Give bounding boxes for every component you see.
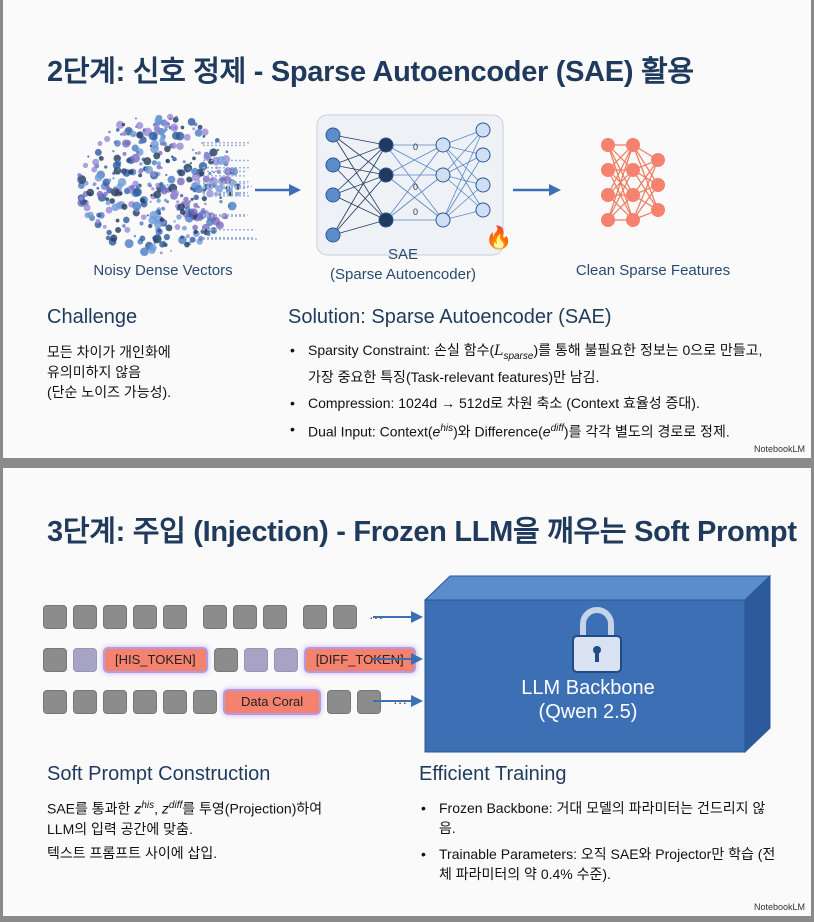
- challenge-line: 유의미하지 않음: [47, 364, 142, 380]
- backbone-label: LLM Backbone (Qwen 2.5): [428, 676, 748, 724]
- challenge-line: 모든 차이가 개인화에: [47, 344, 171, 360]
- token: [73, 605, 97, 629]
- backbone-diagram: [373, 574, 772, 754]
- training-heading: Efficient Training: [419, 763, 567, 785]
- backbone-name: LLM Backbone: [521, 677, 655, 699]
- token-row-3: Data Coral ···: [43, 689, 407, 715]
- svg-text:0: 0: [413, 142, 418, 152]
- soft-prompt-text: SAE를 통과한 zhis, zdiff를 투영(Projection)하여 L…: [47, 796, 407, 863]
- backbone-model: (Qwen 2.5): [538, 701, 638, 723]
- token: [233, 605, 257, 629]
- clean-network-icon: [601, 138, 665, 227]
- slide-injection: 3단계: 주입 (Injection) - Frozen LLM을 깨우는 So…: [3, 468, 811, 916]
- bullet-compression: Compression: 1024d → 512d로 차원 축소 (Contex…: [288, 393, 768, 413]
- sae-label: SAE (Sparse Autoencoder): [313, 245, 493, 285]
- token: [43, 605, 67, 629]
- token: [43, 648, 67, 672]
- token: [73, 690, 97, 714]
- token: [263, 605, 287, 629]
- token: [203, 605, 227, 629]
- token-row-1: ···: [43, 605, 383, 629]
- svg-text:0: 0: [413, 207, 418, 217]
- slide-title: 2단계: 신호 정제 - Sparse Autoencoder (SAE) 활용: [47, 56, 694, 88]
- token: [103, 690, 127, 714]
- sae-label-line1: SAE: [387, 246, 418, 263]
- soft-prompt-line1: SAE를 통과한 zhis, zdiff를 투영(Projection)하여: [47, 800, 323, 817]
- token: [303, 605, 327, 629]
- soft-prompt-line2: LLM의 입력 공간에 맞춤.: [47, 820, 193, 837]
- token: [133, 690, 157, 714]
- slide-sae: 2단계: 신호 정제 - Sparse Autoencoder (SAE) 활용…: [3, 0, 811, 458]
- lock-icon: [572, 607, 622, 673]
- notebooklm-brand: NotebookLM: [753, 444, 805, 454]
- token-row-2: [HIS_TOKEN] [DIFF_TOKEN]: [43, 647, 416, 673]
- training-bullets: Frozen Backbone: 거대 모델의 파라미터는 건드리지 않음. T…: [419, 798, 779, 890]
- arrow-icon: [255, 184, 301, 196]
- challenge-text: 모든 차이가 개인화에 유의미하지 않음 (단순 노이즈 가능성).: [47, 342, 171, 402]
- svg-text:0: 0: [413, 182, 418, 192]
- soft-prompt-line3: 텍스트 프롬프트 사이에 삽입.: [47, 844, 218, 861]
- fire-icon: 🔥: [485, 225, 512, 250]
- arrow-icon: [513, 184, 561, 196]
- token: [213, 648, 238, 672]
- challenge-heading: Challenge: [47, 306, 138, 328]
- his-token: [HIS_TOKEN]: [103, 647, 208, 673]
- token: [333, 605, 357, 629]
- sae-network-icon: 0 0 0 🔥: [316, 114, 512, 256]
- soft-prompt-heading: Soft Prompt Construction: [47, 763, 271, 785]
- token: [163, 605, 187, 629]
- bullet-sparsity: Sparsity Constraint: 손실 함수(Lsparse)를 통해 …: [288, 340, 768, 387]
- slide-title: 3단계: 주입 (Injection) - Frozen LLM을 깨우는 So…: [47, 516, 797, 548]
- noisy-vectors-cloud: [77, 113, 258, 257]
- token: [133, 605, 157, 629]
- challenge-line: (단순 노이즈 가능성).: [47, 384, 172, 400]
- sae-pipeline-diagram: 0 0 0 🔥: [77, 113, 665, 257]
- token: [327, 690, 352, 714]
- notebooklm-brand: NotebookLM: [753, 902, 805, 912]
- bullet-dual-input: Dual Input: Context(ehis)와 Difference(ed…: [288, 419, 768, 442]
- token: [163, 690, 187, 714]
- data-coral-token: Data Coral: [223, 689, 322, 715]
- token: [43, 690, 67, 714]
- clean-label: Clean Sparse Features: [575, 262, 731, 279]
- bullet-trainable: Trainable Parameters: 오직 SAE와 Projector만…: [419, 844, 779, 884]
- solution-bullets: Sparsity Constraint: 손실 함수(Lsparse)를 통해 …: [288, 340, 768, 447]
- sae-label-line2: (Sparse Autoencoder): [330, 266, 476, 283]
- token: [243, 648, 268, 672]
- noisy-label: Noisy Dense Vectors: [93, 262, 233, 279]
- solution-heading: Solution: Sparse Autoencoder (SAE): [288, 306, 612, 328]
- token: [273, 648, 298, 672]
- token: [103, 605, 127, 629]
- arrow-icon: [373, 611, 423, 707]
- token: [73, 648, 97, 672]
- token: [193, 690, 217, 714]
- bullet-frozen: Frozen Backbone: 거대 모델의 파라미터는 건드리지 않음.: [419, 798, 779, 838]
